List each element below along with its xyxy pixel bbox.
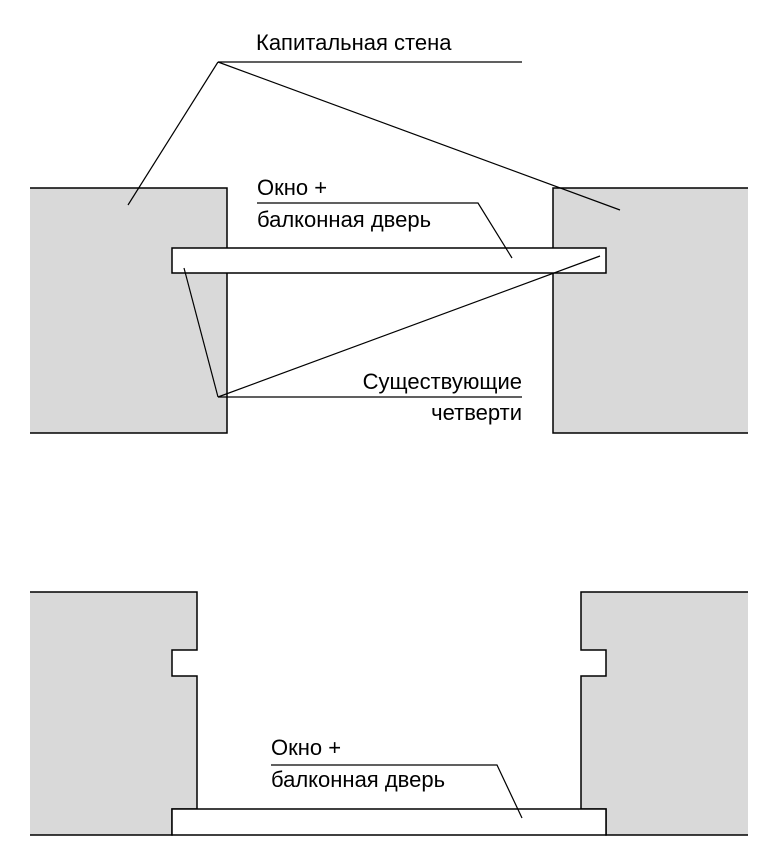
label-quarters-2: четверти (431, 400, 522, 425)
label-window-bottom-1: Окно + (271, 735, 341, 760)
label-wall: Капитальная стена (256, 30, 452, 55)
right-wall-bottom (580, 591, 748, 836)
label-window-2: балконная дверь (257, 207, 431, 232)
window-bottom-leader (271, 764, 523, 819)
left-wall-bottom (30, 591, 198, 836)
left-wall-top (30, 187, 228, 434)
top-view: Капитальная стена Окно + балконная дверь… (30, 30, 748, 434)
label-quarters-1: Существующие (363, 369, 522, 394)
window-leader (257, 202, 513, 259)
quarters-leader-right (217, 255, 601, 398)
bottom-view: Окно + балконная дверь (30, 591, 748, 836)
window-frame-bottom (171, 808, 607, 836)
quarters-leader-left (183, 267, 219, 398)
label-window-bottom-2: балконная дверь (271, 767, 445, 792)
wall-leader-right (217, 61, 621, 211)
wall-leader-left (127, 61, 219, 206)
label-window-1: Окно + (257, 175, 327, 200)
window-frame-top (171, 247, 607, 274)
right-wall-top (552, 187, 748, 434)
